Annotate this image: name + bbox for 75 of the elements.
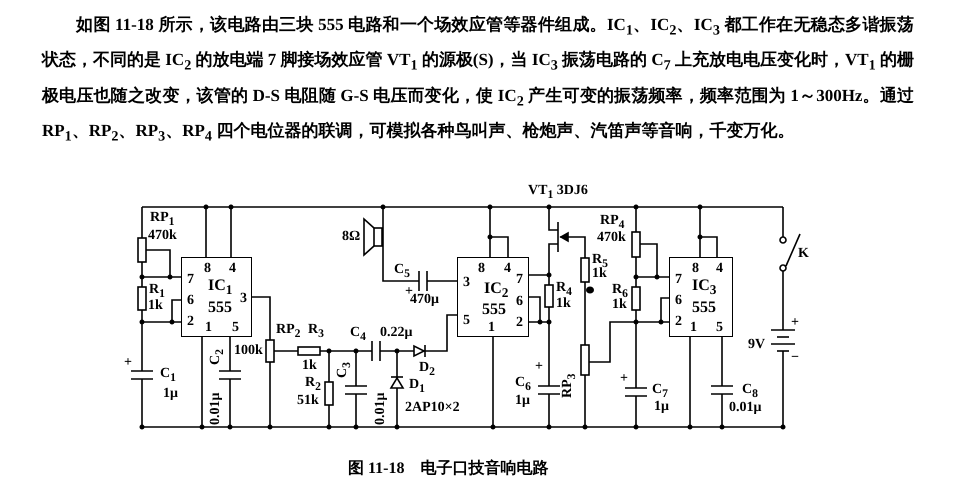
part-label: C$_{4}$ [350,325,366,344]
ic-box [669,257,733,337]
value-label: 100k [234,343,263,358]
value-label: 1k [148,298,163,313]
value-label: 0.01μ [729,400,762,415]
pin-number: 3 [463,275,470,290]
pin-number: 6 [187,293,194,308]
polarity-sign: + [124,355,132,370]
ic-box [181,257,252,337]
polarity-sign: + [791,315,799,330]
value-label: 9V [748,337,766,352]
part-label: RP$_{4}$ [600,213,624,231]
part-label: C$_{6}$ [515,375,531,394]
pin-number: 4 [504,261,511,276]
pin-number: 4 [716,261,723,276]
pin-number: 7 [516,272,523,287]
pin-number: 2 [187,314,194,329]
pin-number: 2 [675,314,682,329]
part-label: D$_{2}$ [419,360,435,379]
part-label: R$_{2}$ [305,375,321,394]
value-label: 470k [148,228,177,243]
switch-label: K [798,246,809,261]
pin-number: 5 [463,313,470,328]
ic-box [457,257,529,337]
chip-type: 555 [208,300,232,315]
pin-number: 7 [675,272,682,287]
part-label: RP$_{2}$ [276,322,300,341]
pin-number: 8 [478,261,485,276]
chip-type: 555 [482,302,506,317]
part-label: RP$_{1}$ [150,210,174,229]
figure-caption: 图 11-18 电子口技音响电路 [348,458,548,479]
part-label: VT$_{1}$ 3DJ6 [528,183,588,202]
value-label: 1k [302,358,317,373]
polarity-sign: + [535,359,543,374]
value-label: 1μ [515,393,530,408]
pin-number: 4 [229,261,236,276]
pin-number: 5 [232,320,239,335]
value-label: 0.22μ [380,325,412,340]
value-label: 0.01μ [373,392,388,425]
chip-label: IC$_{2}$ [484,281,508,300]
pin-number: 6 [675,293,682,308]
pin-number: 8 [692,261,699,276]
value-label: 8Ω [342,229,360,244]
value-label: 51k [297,393,319,408]
chip-label: IC$_{3}$ [692,278,716,298]
pin-number: 7 [187,272,194,287]
pin-number: 1 [205,320,212,335]
pin-number: 1 [690,320,697,335]
description-paragraph: 如图 11-18 所示，该电路由三块 555 电路和一个场效应管等器件组成。IC$_{1}$、IC$_{2}$、IC$_{3}$ 都工作在无稳态多谐振荡状态，不同的是 IC$_{2}$ 的放电端 7 脚接场效应管 VT$_{1}$ 的源极(S)，当 IC$_{3}$ 振荡电路的 C$_{7}$ 上充放电电压变化时，VT$_{1}$ 的栅极电压也随之改变，该管的 D-S 电阻随 G-S 电压而变化，使 IC$_{2}$ 产生可变的振荡频率，频率范围为 1～300Hz。通过 RP$_{1}$、RP$_{2}$、RP$_{3}$、RP$_{4}$ 四个电位器的联调，可模拟各种鸟叫声、枪炮声、汽笛声等音响，千变万化。 [42,14,914,147]
chip-type: 555 [692,300,716,315]
pin-number: 1 [488,320,495,335]
part-label: C$_{7}$ [652,382,668,400]
part-label: D$_{1}$ [409,377,425,396]
pin-number: 8 [204,261,211,276]
polarity-sign: − [791,350,799,365]
pin-number: 2 [516,315,523,330]
value-label: 0.01μ [208,392,223,425]
part-label: R$_{3}$ [308,322,324,341]
polarity-sign: + [620,371,628,386]
pin-number: 5 [716,320,723,335]
pin-number: 6 [516,294,523,309]
part-label: C$_{8}$ [742,382,758,401]
value-label: 470μ [410,292,439,307]
value-label: 1μ [163,386,178,401]
chip-label: IC$_{1}$ [208,278,232,298]
part-label: C$_{1}$ [160,366,176,385]
pin-number: 3 [240,291,247,306]
value-label: 1k [612,297,627,312]
value-label: 2AP10×2 [405,400,460,415]
value-label: 1k [556,296,571,311]
value-label: 1μ [654,399,669,414]
value-label: 470k [597,230,626,245]
part-label: C$_{5}$ [394,262,410,281]
part-label: R$_{1}$ [149,282,165,300]
part-label: R$_{4}$ [556,280,572,298]
